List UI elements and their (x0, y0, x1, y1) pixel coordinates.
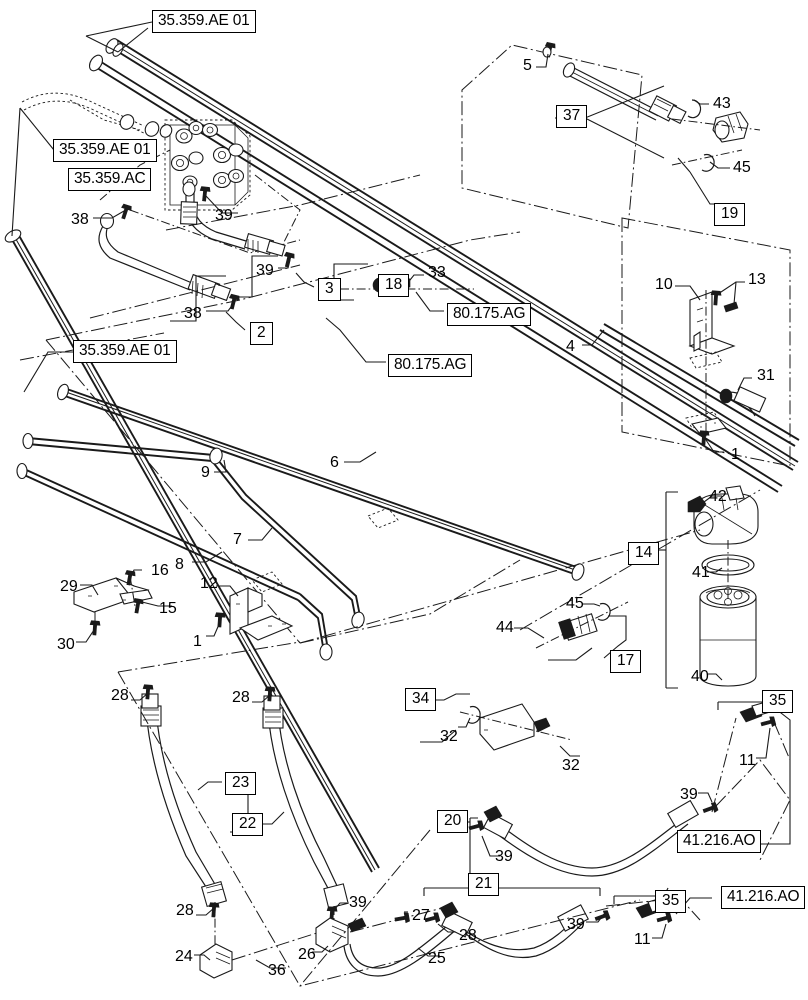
sensor-assembly-34 (420, 693, 580, 757)
callout-80175ag-1[interactable]: 80.175.AG (447, 303, 532, 327)
item-number-24: 24 (175, 948, 193, 965)
boxed-item-35b[interactable]: 35 (655, 890, 687, 914)
boxed-item-2[interactable]: 2 (250, 322, 273, 346)
item-number-45b: 45 (566, 595, 584, 612)
boxed-item-18[interactable]: 18 (378, 274, 410, 298)
boxed-item-19[interactable]: 19 (714, 203, 746, 227)
item-number-9: 9 (201, 464, 210, 481)
hose-assembly-38-39 (93, 181, 296, 312)
item-number-28c: 28 (176, 902, 194, 919)
item-number-29: 29 (60, 578, 78, 595)
valve-manifold-block (21, 92, 301, 254)
boxed-item-3[interactable]: 3 (318, 278, 341, 302)
item-number-38b: 38 (184, 305, 202, 322)
bracket-12-group (206, 507, 399, 641)
bracket-29-group (73, 569, 172, 643)
item-number-28d: 28 (459, 927, 477, 944)
item-number-1a: 1 (731, 446, 740, 463)
item-number-39d: 39 (495, 848, 513, 865)
item-number-32b: 32 (562, 757, 580, 774)
item-number-41: 41 (692, 564, 710, 581)
item-number-5: 5 (523, 57, 532, 74)
boxed-item-34[interactable]: 34 (405, 688, 437, 712)
boxed-item-35[interactable]: 35 (762, 690, 794, 714)
item-number-36: 36 (268, 962, 286, 979)
item-number-25: 25 (428, 950, 446, 967)
item-number-16: 16 (151, 562, 169, 579)
item-number-11b: 11 (634, 931, 651, 948)
item-number-43: 43 (713, 95, 731, 112)
item-number-39f: 39 (567, 916, 585, 933)
boxed-item-21[interactable]: 21 (468, 873, 500, 897)
item-number-39b: 39 (256, 262, 274, 279)
item-number-6: 6 (330, 454, 339, 471)
callout-41216ao-2[interactable]: 41.216.AO (721, 886, 806, 910)
hose-assembly-22-23 (117, 641, 451, 979)
boxed-item-14[interactable]: 14 (628, 542, 660, 566)
callout-35359ae01-top[interactable]: 35.359.AE 01 (152, 10, 256, 34)
bracket-assembly-10-13 (582, 217, 800, 467)
item-number-40: 40 (691, 668, 709, 685)
item-number-31: 31 (757, 367, 775, 384)
item-number-44: 44 (496, 619, 514, 636)
item-number-28a: 28 (111, 687, 129, 704)
boxed-item-17[interactable]: 17 (610, 650, 642, 674)
item-number-42: 42 (709, 488, 727, 505)
item-number-4: 4 (566, 338, 575, 355)
item-number-7: 7 (233, 531, 242, 548)
sensor-assembly-17 (514, 601, 629, 661)
hose-assembly-37 (461, 41, 761, 229)
item-number-45a: 45 (733, 159, 751, 176)
callout-35359ae01-low[interactable]: 35.359.AE 01 (73, 340, 177, 364)
boxed-item-23[interactable]: 23 (225, 772, 257, 796)
item-number-39e: 39 (349, 894, 367, 911)
item-number-13: 13 (748, 271, 766, 288)
hose-assembly-20 (460, 705, 791, 877)
item-number-39c: 39 (680, 786, 698, 803)
callout-35359ae01-mid[interactable]: 35.359.AE 01 (53, 139, 157, 163)
boxed-item-37[interactable]: 37 (556, 105, 588, 129)
callout-35359ac[interactable]: 35.359.AC (68, 168, 152, 192)
callout-41216ao-1[interactable]: 41.216.AO (677, 830, 762, 854)
boxed-item-22[interactable]: 22 (232, 813, 264, 837)
item-number-27: 27 (412, 907, 430, 924)
item-number-38a: 38 (71, 211, 89, 228)
item-number-11a: 11 (739, 752, 756, 769)
item-number-15: 15 (159, 600, 177, 617)
callout-80175ag-2[interactable]: 80.175.AG (388, 354, 473, 378)
item-number-12: 12 (200, 575, 218, 592)
item-number-33: 33 (428, 264, 446, 281)
tube-group-lower (16, 332, 585, 661)
item-number-39a: 39 (215, 207, 233, 224)
item-number-8: 8 (175, 556, 184, 573)
item-number-26: 26 (298, 946, 316, 963)
item-number-30: 30 (57, 636, 75, 653)
item-number-28b: 28 (232, 689, 250, 706)
item-number-1b: 1 (193, 633, 202, 650)
fuel-filter-assembly (519, 485, 761, 689)
tube-group-top (85, 21, 799, 493)
boxed-item-20[interactable]: 20 (437, 810, 469, 834)
item-number-32a: 32 (440, 728, 458, 745)
item-number-10: 10 (655, 276, 673, 293)
